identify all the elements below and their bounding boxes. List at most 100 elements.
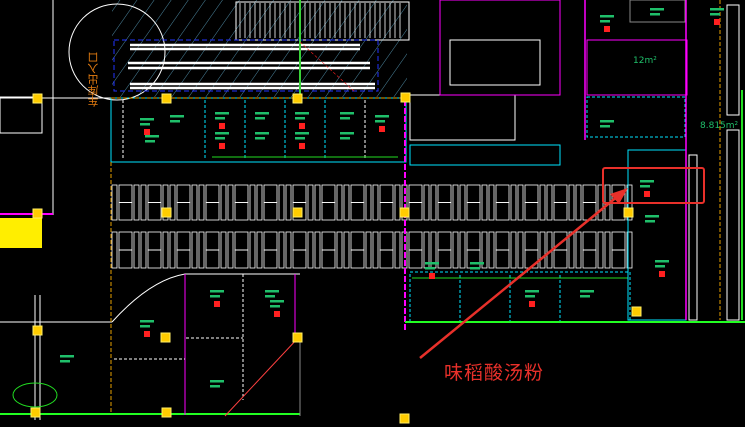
room-number [274,311,280,317]
parking-stall [466,184,481,203]
room-tag [470,262,484,265]
room-number [604,26,610,32]
parking-stall [321,202,336,221]
room-tag [650,8,664,11]
parking-divider [626,231,633,269]
room-tag [140,118,154,121]
parking-stall [582,231,597,251]
parking-divider [307,184,314,221]
yellow-hatch-block [0,218,42,248]
parking-stall [379,231,394,251]
room-tag [60,360,70,363]
parking-stall [495,231,510,251]
parking-stall [263,184,278,203]
room-tag [645,220,655,223]
parking-divider [256,184,263,221]
column [399,413,410,424]
room-tag [295,117,305,120]
room-tag [140,123,150,126]
column [292,207,303,218]
area-label: 12m² [633,56,657,66]
parking-divider [394,231,401,269]
parking-divider [423,184,430,221]
room-tag [640,180,654,183]
parking-stall [321,184,336,203]
annotation-label: 味稻酸汤粉 [444,362,545,384]
parking-divider [285,184,292,221]
room-number [219,123,225,129]
parking-stall [205,184,220,203]
parking-stall [466,231,481,251]
entrance-circle [68,3,166,101]
room-tag [425,262,439,265]
green-ellipse-mark [12,382,58,408]
parking-stall [147,231,162,251]
parking-divider [365,184,372,221]
parking-divider [278,184,285,221]
room-tag [375,120,385,123]
column [161,207,172,218]
room-tag [525,290,539,293]
parking-divider [452,231,459,269]
parking-stall [408,202,423,221]
parking-divider [307,231,314,269]
parking-divider [430,184,437,221]
parking-divider [343,231,350,269]
parking-stall [321,249,336,269]
parking-stall [292,249,307,269]
parking-stall [408,184,423,203]
parking-stall [408,231,423,251]
parking-divider [336,184,343,221]
room-tag [140,320,154,323]
room-number [299,123,305,129]
parking-divider [227,184,234,221]
parking-divider [394,184,401,221]
room-tag [215,137,225,140]
room-tag [265,295,275,298]
parking-stall [495,184,510,203]
room-tag [710,13,720,16]
column [631,306,642,317]
parking-stall [118,184,133,203]
room-number [659,271,665,277]
parking-divider [372,184,379,221]
room-tag [255,117,265,120]
parking-divider [169,184,176,221]
parking-stall [437,184,452,203]
shop-row-bottom [409,271,631,323]
parking-stall [466,249,481,269]
room-tag [255,137,265,140]
room-tag [255,112,269,115]
parking-stall [263,231,278,251]
room-tag [210,380,224,383]
room-tag [655,265,665,268]
column [161,407,172,418]
parking-divider [314,231,321,269]
room-tag [210,290,224,293]
parking-divider [314,184,321,221]
room-tag [645,215,659,218]
parking-divider [133,231,140,269]
parking-divider [546,184,553,221]
parking-stall [582,249,597,269]
parking-stall [582,184,597,203]
parking-stall [234,231,249,251]
parking-stall [379,202,394,221]
column [32,208,43,219]
parking-divider [169,231,176,269]
parking-divider [162,184,169,221]
parking-stall [205,202,220,221]
parking-divider [459,231,466,269]
room-tag [145,135,159,138]
column [292,332,303,343]
room-tag [525,295,535,298]
parking-stall [205,249,220,269]
parking-stall [437,249,452,269]
parking-divider [220,231,227,269]
room-number [644,191,650,197]
parking-stall [524,231,539,251]
parking-divider [343,184,350,221]
structural-columns [30,92,642,424]
parking-stall [263,202,278,221]
